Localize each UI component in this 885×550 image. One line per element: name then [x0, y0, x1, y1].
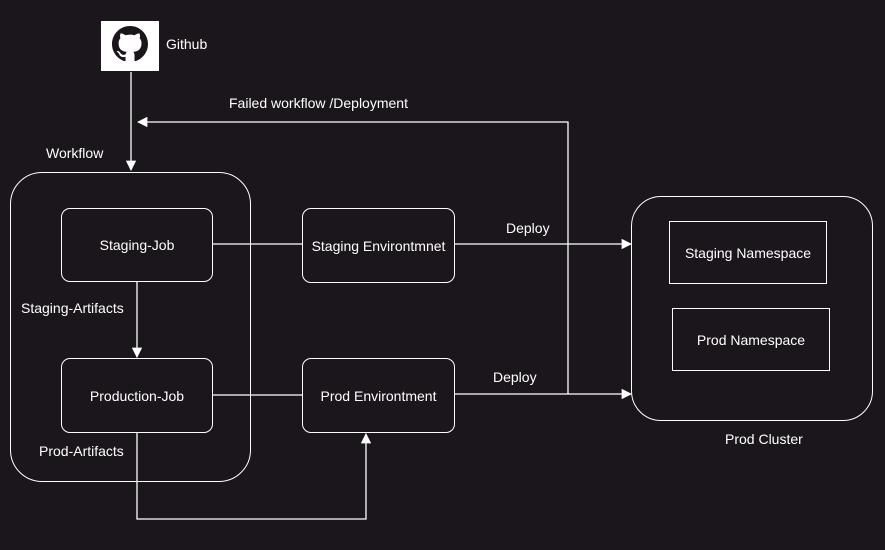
staging-namespace-label: Staging Namespace	[684, 244, 812, 261]
prod-artifacts-label: Prod-Artifacts	[39, 443, 124, 459]
staging-job-node[interactable]: Staging-Job	[61, 208, 213, 282]
github-logo	[101, 21, 159, 71]
deploy-prod-label: Deploy	[493, 369, 537, 385]
failed-workflow-label: Failed workflow /Deployment	[229, 95, 408, 111]
prod-namespace-node[interactable]: Prod Namespace	[672, 308, 830, 371]
workflow-label: Workflow	[46, 145, 104, 161]
staging-environment-label: Staging Environtmnet	[311, 237, 446, 254]
github-icon	[112, 25, 148, 67]
prod-namespace-label: Prod Namespace	[696, 331, 806, 348]
deploy-staging-label: Deploy	[506, 220, 550, 236]
failed-deployment-arrow	[136, 116, 569, 394]
staging-artifacts-label: Staging-Artifacts	[21, 300, 124, 316]
prod-environment-node[interactable]: Prod Environtment	[302, 358, 455, 433]
prod-environment-label: Prod Environtment	[320, 387, 437, 404]
prod-cluster-label: Prod Cluster	[725, 431, 803, 447]
production-job-node[interactable]: Production-Job	[61, 358, 213, 433]
production-job-label: Production-Job	[89, 387, 185, 404]
workflow-container	[10, 172, 251, 482]
staging-job-label: Staging-Job	[99, 237, 175, 253]
prod-artifacts-arrow	[136, 432, 372, 520]
github-label: Github	[166, 36, 208, 52]
staging-environment-node[interactable]: Staging Environtmnet	[302, 208, 455, 283]
staging-namespace-node[interactable]: Staging Namespace	[669, 221, 827, 284]
prod-cluster-container	[631, 196, 873, 421]
